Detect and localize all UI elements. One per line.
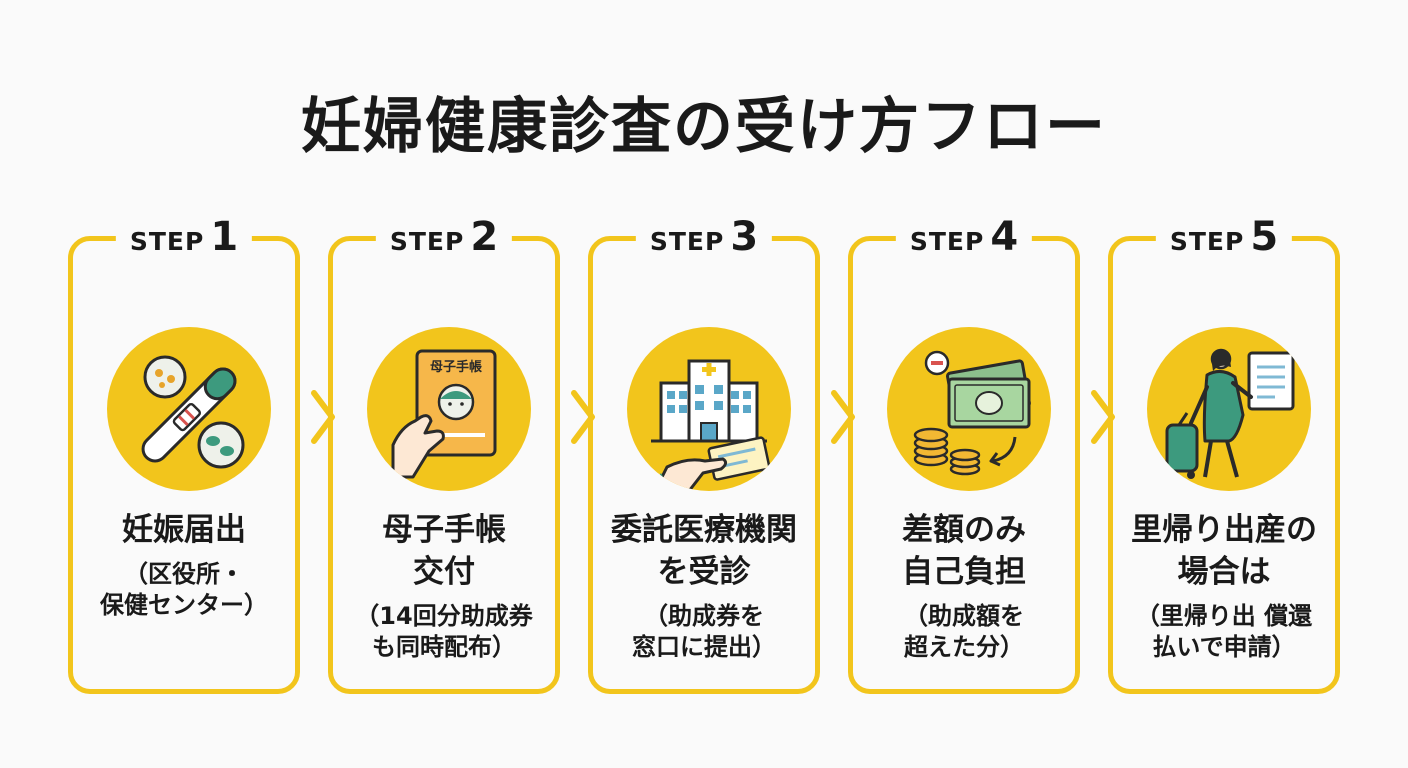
money-coins-icon	[887, 327, 1051, 491]
pregnancy-test-icon	[107, 327, 271, 491]
step-card-1: STEP 1 妊娠届出 （区役所・ 保健センター）	[68, 215, 300, 694]
sub-line: 保健センター）	[100, 591, 268, 619]
page-title: 妊婦健康診査の受け方フロー	[301, 92, 1107, 162]
step-number: 3	[730, 214, 759, 260]
main-line: 妊娠届出	[122, 512, 246, 548]
step-label-1: STEP 1	[115, 214, 253, 260]
step-main-text: 差額のみ 自己負担	[853, 509, 1075, 593]
main-line: 差額のみ	[902, 512, 1026, 548]
step-label-5: STEP 5	[1155, 214, 1293, 260]
main-line: 交付	[413, 554, 475, 590]
step-card-2: STEP 2 母子手帳 母子手帳 交付 （14回分助成券 も同時配布）	[328, 215, 560, 694]
step-sub-text: （区役所・ 保健センター）	[73, 559, 295, 621]
sub-line: （里帰り出 償還	[1135, 602, 1313, 630]
sub-line: （助成額を	[904, 602, 1024, 630]
sub-line: （14回分助成券	[355, 602, 533, 630]
step-main-text: 委託医療機関 を受診	[593, 509, 815, 593]
step-word: STEP	[129, 227, 205, 256]
sub-line: （区役所・	[124, 560, 244, 588]
step-sub-text: （助成券を 窓口に提出）	[593, 601, 815, 663]
step-card-5: STEP 5 里帰り出産の 場合は	[1108, 215, 1340, 694]
step-word: STEP	[1169, 227, 1245, 256]
main-line: 自己負担	[902, 554, 1026, 590]
traveler-document-icon	[1147, 327, 1311, 491]
step-label-2: STEP 2	[375, 214, 513, 260]
main-line: を受診	[657, 554, 751, 590]
maternity-handbook-icon: 母子手帳	[367, 327, 531, 491]
step-number: 4	[990, 214, 1019, 260]
step-sub-text: （里帰り出 償還 払いで申請）	[1113, 601, 1335, 663]
step-card-4: STEP 4 差額のみ	[848, 215, 1080, 694]
step-label-3: STEP 3	[635, 214, 773, 260]
step-number: 2	[470, 214, 499, 260]
step-label-4: STEP 4	[895, 214, 1033, 260]
step-main-text: 里帰り出産の 場合は	[1113, 509, 1335, 593]
step-word: STEP	[389, 227, 465, 256]
step-word: STEP	[649, 227, 725, 256]
step-number: 5	[1250, 214, 1279, 260]
hospital-icon	[627, 327, 791, 491]
step-sub-text: （14回分助成券 も同時配布）	[333, 601, 555, 663]
main-line: 母子手帳	[382, 512, 506, 548]
handbook-label: 母子手帳	[430, 359, 482, 375]
step-number: 1	[210, 214, 239, 260]
step-main-text: 妊娠届出	[73, 509, 295, 551]
step-sub-text: （助成額を 超えた分）	[853, 601, 1075, 663]
step-word: STEP	[909, 227, 985, 256]
step-card-3: STEP 3	[588, 215, 820, 694]
main-line: 里帰り出産の	[1131, 512, 1317, 548]
sub-line: 払いで申請）	[1152, 633, 1296, 661]
sub-line: （助成券を	[644, 602, 764, 630]
main-line: 場合は	[1177, 554, 1271, 590]
sub-line: 超えた分）	[904, 633, 1024, 661]
main-line: 委託医療機関	[611, 512, 797, 548]
sub-line: も同時配布）	[372, 633, 516, 661]
sub-line: 窓口に提出）	[632, 633, 776, 661]
step-main-text: 母子手帳 交付	[333, 509, 555, 593]
